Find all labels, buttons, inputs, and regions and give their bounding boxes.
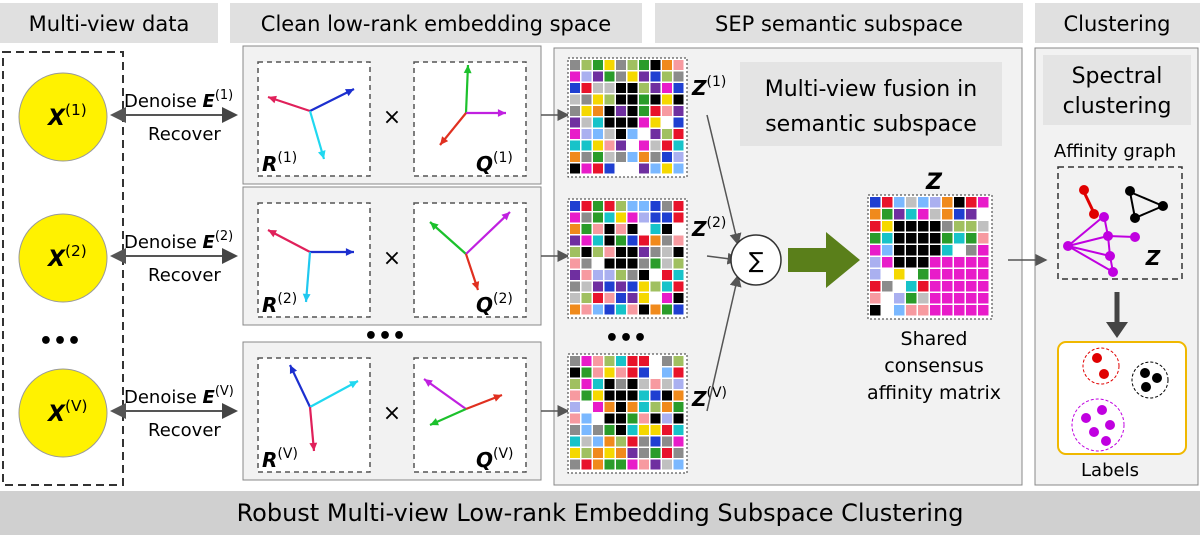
r-label: R(V) [262,446,298,472]
z-matrix-2: Z(2) [567,198,726,319]
spectral-clustering-label: Spectral clustering [1043,55,1191,125]
embedding-panel-2: × R(2) Q(2) [242,186,542,326]
svg-text:Z(1): Z(1) [691,74,726,100]
view-node-2: X(2) [18,213,108,303]
views-ellipsis: ••• [39,329,81,354]
consensus-matrix [867,194,993,320]
q-label: Q(1) [476,150,513,176]
embedding-panel-1: × R(1) Q(1) [242,45,542,185]
svg-text:clustering: clustering [1063,94,1172,119]
svg-text:Multi-view fusion in: Multi-view fusion in [765,77,978,102]
embedding-panel-3: × R(V) Q(V) [242,341,542,481]
denoise-label: Denoise E(2) [124,229,233,253]
recover-label: Recover [148,124,221,145]
svg-text:Robust Multi-view Low-rank Emb: Robust Multi-view Low-rank Embedding Sub… [237,499,964,527]
embedding-ellipsis: ••• [364,324,406,349]
view-node-1: X(1) [18,72,108,162]
times-sign: × [383,105,401,130]
affinity-graph-box [1057,166,1183,280]
header-semantic-subspace: SEP semantic subspace [655,3,1023,43]
labels-box [1057,341,1187,455]
r-label: R(1) [262,150,297,176]
svg-text:X(V): X(V) [46,397,88,427]
view-row-1: X(1) Denoise E(1) Recover × R(1) Q(1) Z(1) [18,45,742,246]
recover-label: Recover [148,420,221,441]
times-sign: × [383,246,401,271]
svg-text:Spectral: Spectral [1072,64,1163,89]
header-clustering: Clustering [1035,3,1200,43]
z-matrix-3: Z(V) [567,353,727,474]
affinity-graph-label: Affinity graph [1054,141,1176,162]
svg-text:Clean low-rank embedding space: Clean low-rank embedding space [261,12,611,36]
sum-node: ∑ [730,234,782,286]
svg-text:semantic subspace: semantic subspace [765,112,977,137]
view-node-3: X(V) [18,368,108,458]
affinity-graph-z: Z [1145,246,1161,270]
svg-text:Z(2): Z(2) [691,215,726,241]
q-label: Q(2) [476,291,513,317]
shared-consensus-label: Shared consensus affinity matrix [867,328,1001,404]
z-matrix-1: Z(1) [567,57,726,178]
svg-text:Clustering: Clustering [1063,12,1170,36]
consensus-z-label: Z [925,170,943,195]
footer-banner: Robust Multi-view Low-rank Embedding Sub… [0,491,1200,535]
denoise-label: Denoise E(V) [124,384,234,408]
svg-text:X(2): X(2) [46,242,87,272]
times-sign: × [383,401,401,426]
svg-text:Multi-view data: Multi-view data [29,12,190,36]
recover-label: Recover [148,265,221,286]
fusion-label: Multi-view fusion in semantic subspace [740,62,1002,146]
matrix-ellipsis: ••• [605,326,647,351]
svg-text:consensus: consensus [884,355,984,377]
denoise-label: Denoise E(1) [124,88,233,112]
header-multi-view-data: Multi-view data [0,3,218,43]
view-row-2: X(2) Denoise E(2) Recover × R(2) Q(2) Z(2) [18,186,740,326]
svg-text:affinity matrix: affinity matrix [867,382,1001,404]
svg-text:∑: ∑ [749,249,764,274]
fusion-arrow [788,232,860,288]
multi-view-data-box [2,51,124,486]
view-row-3: X(V) Denoise E(V) Recover × R(V) Q(V) Z(V) [18,274,742,481]
svg-text:SEP semantic subspace: SEP semantic subspace [715,12,963,36]
affinity-graph [1063,185,1168,277]
svg-text:X(1): X(1) [46,101,87,131]
header-embedding-space: Clean low-rank embedding space [230,3,642,43]
svg-text:Shared: Shared [901,328,968,350]
q-label: Q(V) [476,446,514,472]
r-label: R(2) [262,291,297,317]
labels-caption: Labels [1081,460,1139,481]
